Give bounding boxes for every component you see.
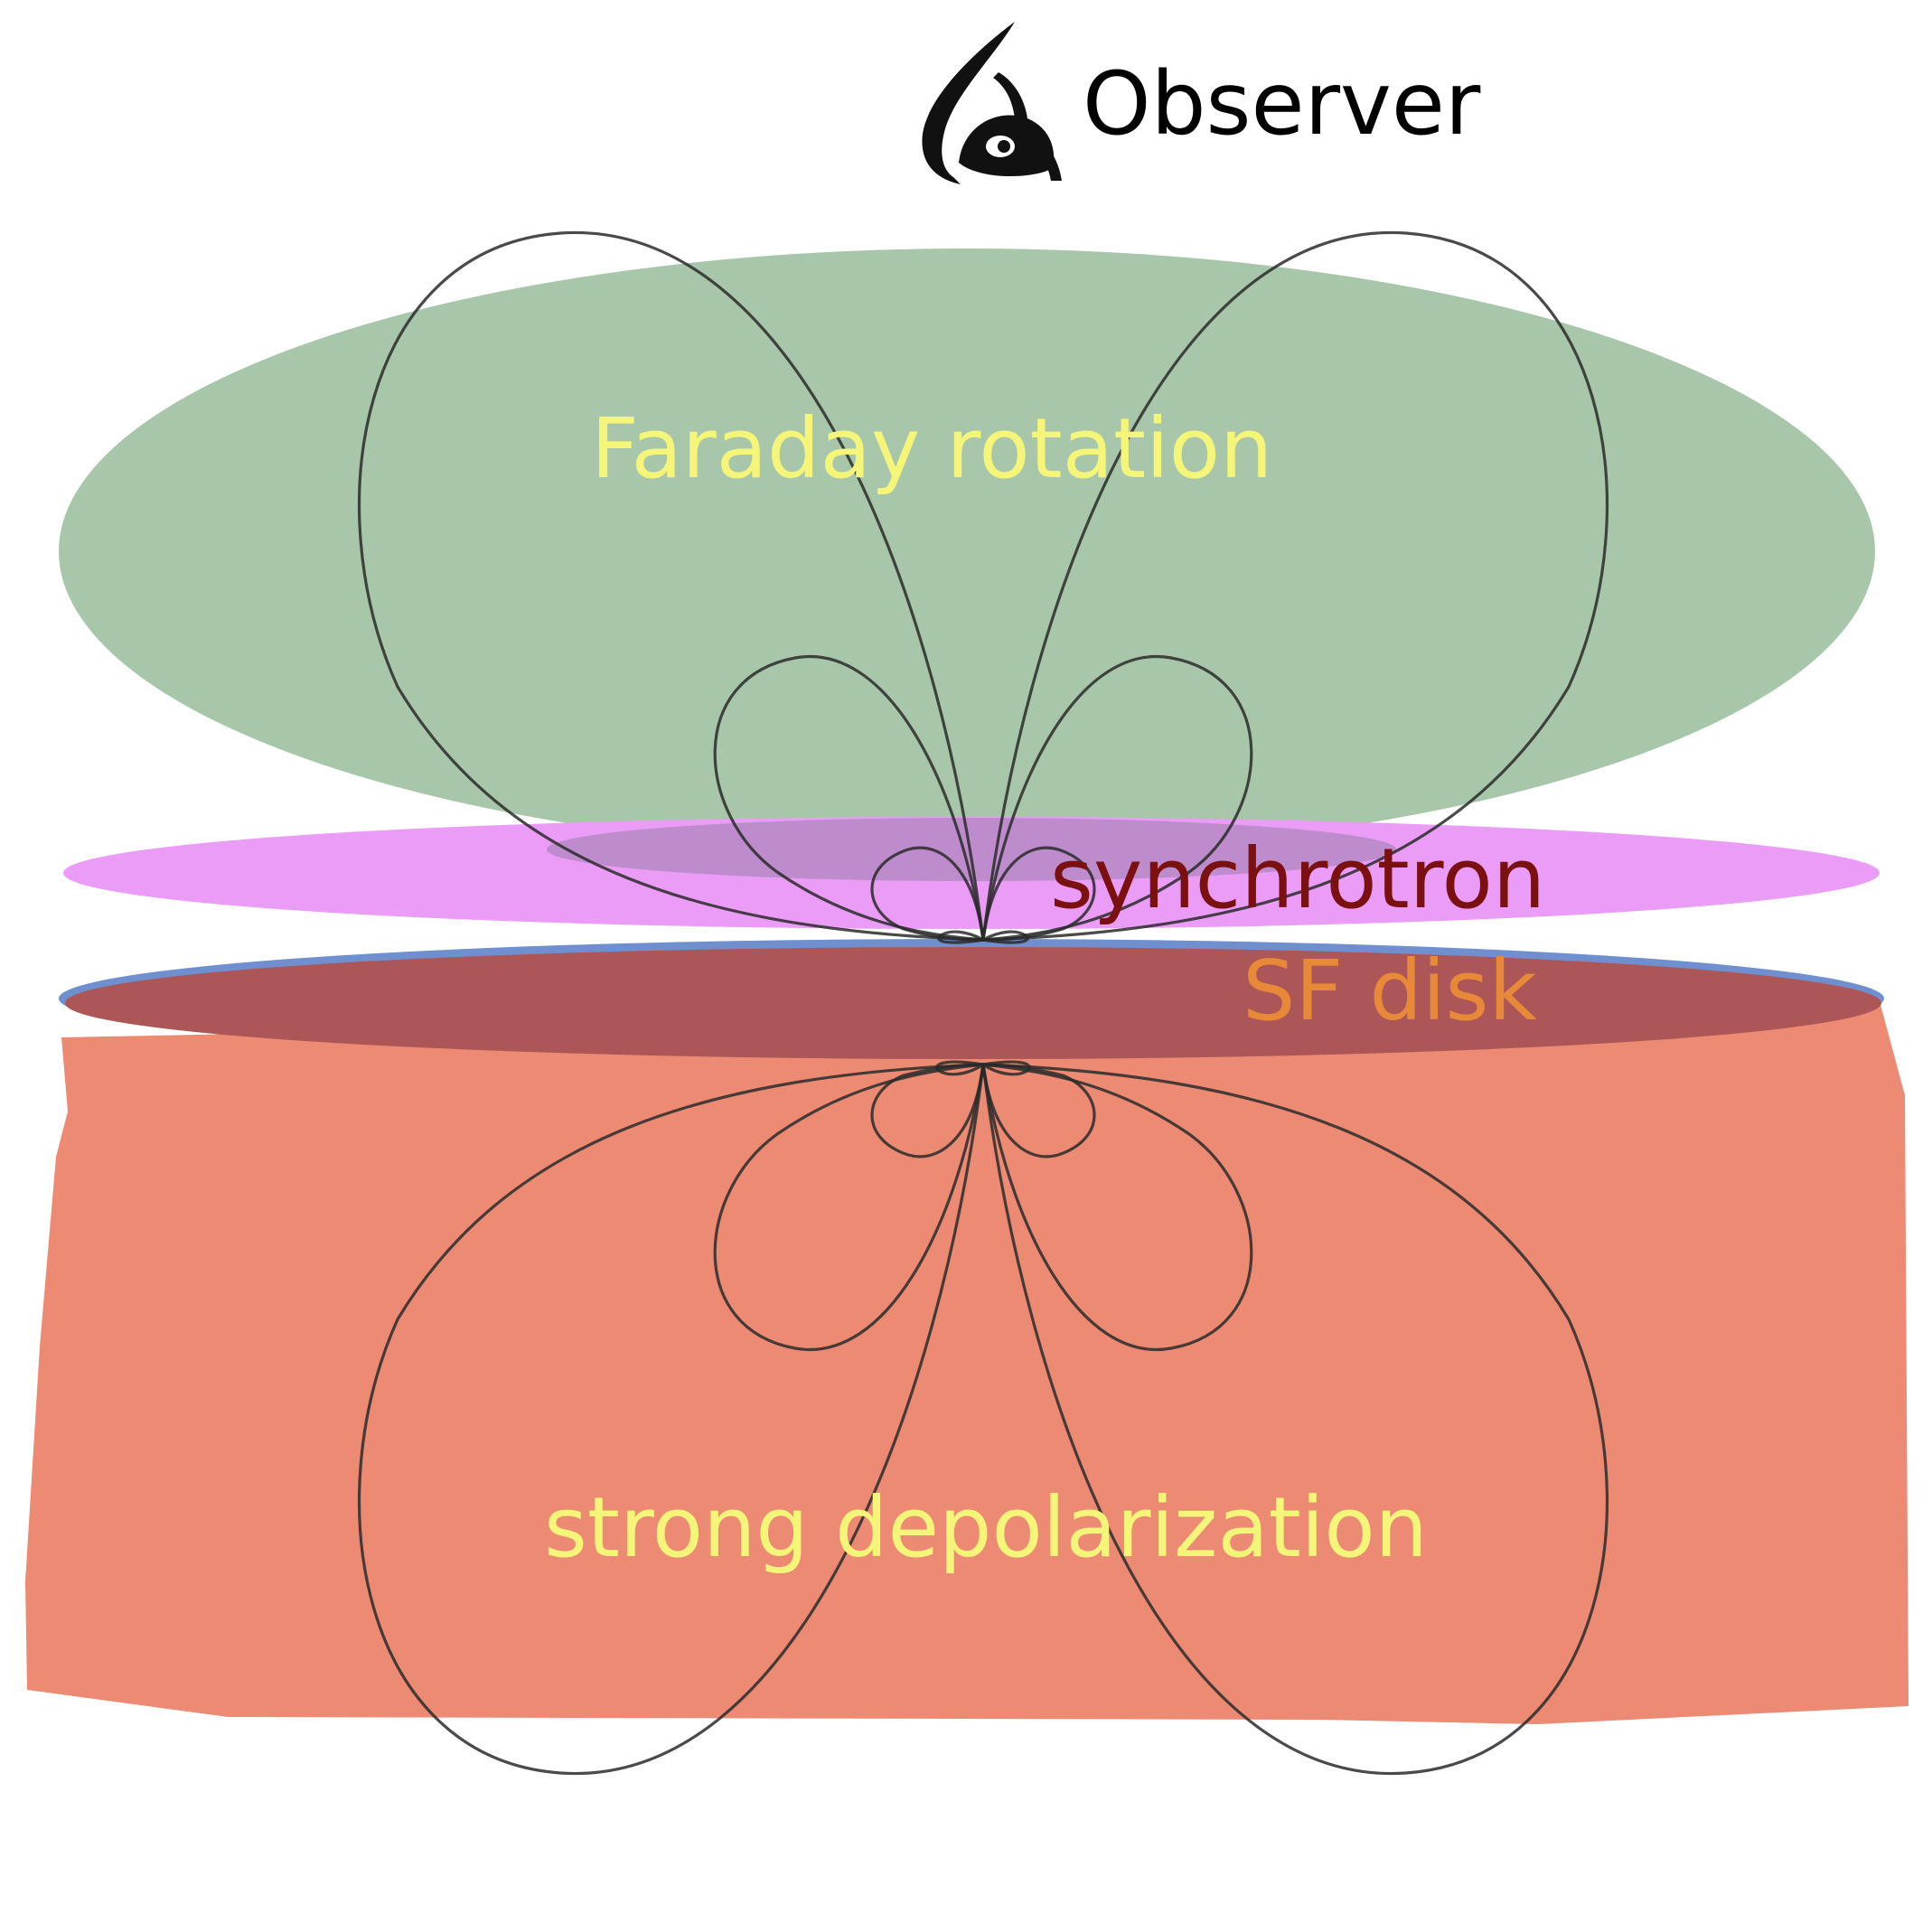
field-loop-lower-left-small <box>870 1063 985 1158</box>
strong-depolarization-region <box>25 1001 1909 1724</box>
field-lines <box>358 230 1608 1776</box>
field-loop-lower-right-small <box>981 1063 1096 1158</box>
field-loop-upper-left-medium <box>713 654 985 942</box>
synchrotron-region <box>63 817 1880 929</box>
field-loop-upper-right-large <box>981 230 1608 942</box>
faraday-rotation-label: Faraday rotation <box>591 400 1272 497</box>
synchrotron-label: synchrotron <box>1050 830 1545 927</box>
halo-synchrotron-overlap <box>547 818 1396 881</box>
observer-label: Observer <box>1083 53 1481 155</box>
sf-disk-label: SF disk <box>1243 943 1537 1039</box>
strong-depolarization-label: strong depolarization <box>544 1479 1428 1576</box>
field-loop-upper-left-large <box>358 230 985 942</box>
field-loop-upper-left-small <box>870 846 985 942</box>
eye-icon <box>922 22 1062 184</box>
field-loop-tiny-upper-right <box>979 930 1029 944</box>
field-loop-upper-right-medium <box>981 654 1253 942</box>
faraday-rotation-region <box>59 249 1875 854</box>
field-loop-lower-right-large <box>981 1063 1608 1776</box>
field-loop-lower-right-medium <box>981 1063 1253 1352</box>
field-loop-tiny-lower-right <box>979 1060 1031 1076</box>
field-loop-lower-left-large <box>358 1063 985 1776</box>
field-loop-tiny-lower-left <box>935 1060 988 1076</box>
field-loop-upper-right-small <box>981 846 1096 942</box>
sf-disk-region <box>65 947 1881 1059</box>
field-loop-lower-left-medium <box>713 1063 985 1352</box>
field-loop-tiny-upper-left <box>937 930 988 944</box>
